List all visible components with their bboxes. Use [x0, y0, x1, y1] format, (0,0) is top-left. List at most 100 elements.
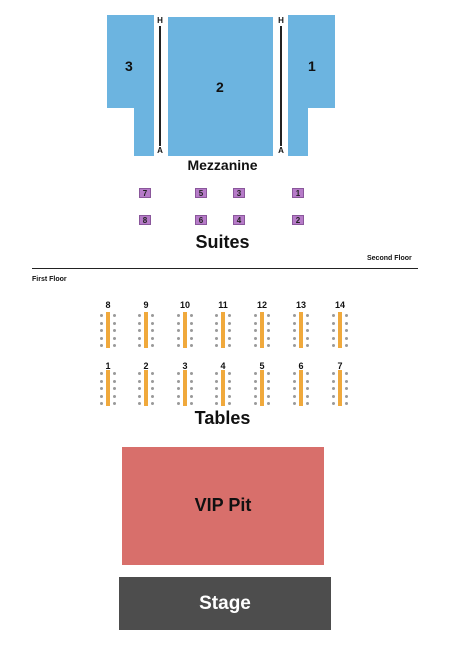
table-label: 13: [295, 300, 306, 310]
seat-dot: [151, 394, 154, 398]
seat-dot: [177, 379, 180, 383]
seat-dot: [113, 402, 116, 405]
table-label: 8: [105, 300, 111, 310]
seat-dot: [151, 314, 154, 317]
seat-dot: [293, 329, 296, 332]
left-aisle-rail: [159, 26, 161, 146]
table-top: [260, 370, 264, 406]
vip-pit[interactable]: VIP Pit: [122, 447, 324, 565]
table[interactable]: [98, 312, 118, 348]
seat-dot: [345, 394, 348, 398]
seat-dot: [190, 379, 193, 383]
seat-dot: [254, 402, 257, 405]
table[interactable]: [175, 370, 195, 406]
seat-dot: [190, 336, 193, 340]
table-label: 9: [143, 300, 149, 310]
table-top: [183, 370, 187, 406]
seat-dot: [138, 336, 141, 340]
seat-dot: [306, 336, 309, 340]
seat-dot: [267, 336, 270, 340]
right-row-h: H: [276, 16, 286, 25]
suite-1[interactable]: 1: [292, 188, 304, 198]
seat-dot: [254, 344, 257, 347]
seat-dot: [138, 394, 141, 398]
seat-dot: [332, 344, 335, 347]
section-3-lower[interactable]: [134, 107, 154, 156]
seat-dot: [151, 344, 154, 347]
seat-dot: [138, 321, 141, 325]
seat-dot: [345, 321, 348, 325]
table[interactable]: [291, 312, 311, 348]
seat-dot: [177, 387, 180, 390]
seat-dot: [190, 394, 193, 398]
stage: Stage: [119, 577, 331, 630]
seat-dot: [228, 379, 231, 383]
suite-3[interactable]: 3: [233, 188, 245, 198]
table[interactable]: [213, 312, 233, 348]
seat-dot: [100, 336, 103, 340]
suite-7[interactable]: 7: [139, 188, 151, 198]
table[interactable]: [136, 370, 156, 406]
table-label: 3: [182, 361, 188, 371]
section-1-lower[interactable]: [288, 107, 308, 156]
seat-dot: [113, 387, 116, 390]
seat-dot: [113, 329, 116, 332]
table[interactable]: [213, 370, 233, 406]
table[interactable]: [252, 370, 272, 406]
suite-6[interactable]: 6: [195, 215, 207, 225]
seat-dot: [345, 329, 348, 332]
seat-dot: [215, 344, 218, 347]
section-1-label: 1: [308, 58, 316, 74]
seat-dot: [293, 394, 296, 398]
section-3[interactable]: [107, 15, 154, 108]
section-3-label: 3: [125, 58, 133, 74]
seat-dot: [293, 321, 296, 325]
table[interactable]: [136, 312, 156, 348]
seat-dot: [177, 402, 180, 405]
seat-dot: [267, 321, 270, 325]
table[interactable]: [175, 312, 195, 348]
table[interactable]: [330, 370, 350, 406]
seat-dot: [100, 321, 103, 325]
seat-dot: [332, 321, 335, 325]
seat-dot: [306, 329, 309, 332]
seat-dot: [215, 387, 218, 390]
floor-divider: [32, 268, 418, 269]
stage-label: Stage: [199, 593, 251, 614]
seat-dot: [100, 344, 103, 347]
seat-dot: [267, 379, 270, 383]
seat-dot: [228, 336, 231, 340]
table[interactable]: [252, 312, 272, 348]
seat-dot: [151, 379, 154, 383]
suite-4[interactable]: 4: [233, 215, 245, 225]
suite-2[interactable]: 2: [292, 215, 304, 225]
seat-dot: [100, 372, 103, 375]
table[interactable]: [291, 370, 311, 406]
table[interactable]: [98, 370, 118, 406]
table-top: [221, 370, 225, 406]
table-top: [338, 312, 342, 348]
table[interactable]: [330, 312, 350, 348]
seat-dot: [177, 321, 180, 325]
seat-dot: [306, 379, 309, 383]
section-2[interactable]: [168, 17, 273, 156]
seat-dot: [215, 314, 218, 317]
seat-dot: [345, 379, 348, 383]
suite-5[interactable]: 5: [195, 188, 207, 198]
seat-dot: [228, 344, 231, 347]
seat-dot: [332, 394, 335, 398]
seat-dot: [293, 372, 296, 375]
seat-dot: [345, 314, 348, 317]
seat-dot: [293, 344, 296, 347]
seat-dot: [332, 387, 335, 390]
seat-dot: [306, 402, 309, 405]
table-top: [338, 370, 342, 406]
right-aisle-rail: [280, 26, 282, 146]
suite-8[interactable]: 8: [139, 215, 151, 225]
seat-dot: [177, 372, 180, 375]
section-1[interactable]: [288, 15, 335, 108]
seat-dot: [113, 321, 116, 325]
seat-dot: [177, 314, 180, 317]
seat-dot: [113, 336, 116, 340]
seat-dot: [138, 329, 141, 332]
